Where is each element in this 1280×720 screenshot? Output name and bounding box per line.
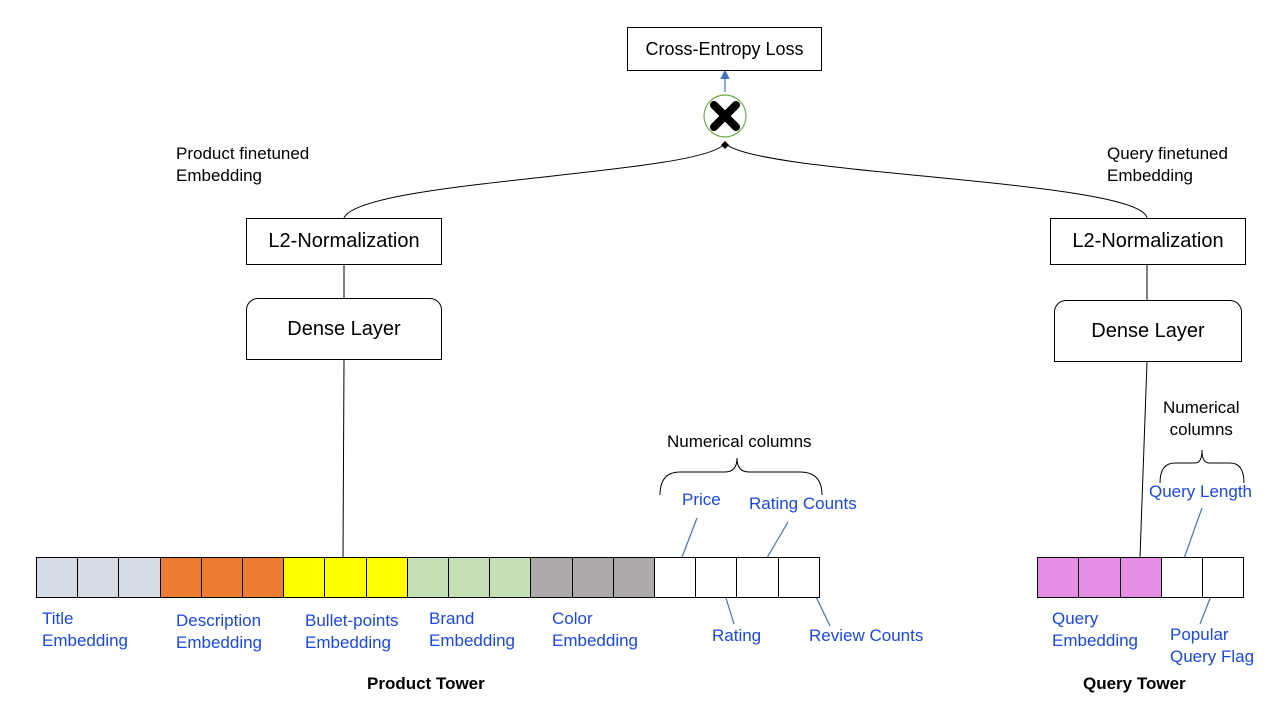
product-embedding-cell [159, 557, 202, 598]
product-embedding-cell [36, 557, 79, 598]
product-numerical-cell [777, 557, 820, 598]
query-dense-input-line [1139, 361, 1148, 558]
query-embedding-cell [1078, 557, 1121, 598]
product-numerical-columns-label: Numerical columns [667, 432, 812, 451]
query-l2-normalization-box: L2-Normalization [1050, 218, 1246, 265]
loss-label: Cross-Entropy Loss [645, 38, 804, 59]
product-embedding-cell [530, 557, 573, 598]
rating-counts-label: Rating Counts [749, 494, 857, 513]
product-dense-layer-box: Dense Layer [246, 298, 442, 360]
product-numerical-cell [654, 557, 697, 598]
query-embedding-label: Query finetuned Embedding [1107, 144, 1228, 185]
query-embedding-cell [1037, 557, 1080, 598]
product-embedding-cell [283, 557, 326, 598]
price-label: Price [682, 490, 721, 509]
product-embedding-cell [489, 557, 532, 598]
multiply-icon [703, 94, 747, 138]
query-numerical-cell [1160, 557, 1204, 598]
product-dense-input-line [342, 359, 345, 558]
query-length-label: Query Length [1149, 482, 1253, 501]
product-embedding-cell [406, 557, 449, 598]
product-embedding-cell [242, 557, 285, 598]
query-numerical-cell [1202, 557, 1245, 598]
query-curve [725, 143, 1148, 219]
cross-entropy-loss-box: Cross-Entropy Loss [627, 27, 822, 71]
product-l2-normalization-box: L2-Normalization [246, 218, 442, 265]
query-dense-layer-box: Dense Layer [1054, 300, 1242, 362]
product-numerical-cell [736, 557, 779, 598]
product-embedding-cell [571, 557, 614, 598]
rating-label: Rating [712, 626, 762, 645]
query-numerical-columns-label: Numerical columns [1163, 398, 1240, 439]
product-tower-label: Product Tower [367, 674, 485, 693]
product-numerical-bracket [659, 457, 823, 496]
query-embedding-cell [1119, 557, 1162, 598]
product-embedding-cell [365, 557, 408, 598]
product-curve [343, 143, 725, 219]
product-embedding-cell [612, 557, 655, 598]
product-embedding-cell [324, 557, 367, 598]
query-numerical-bracket [1159, 449, 1245, 484]
review-counts-label: Review Counts [809, 626, 924, 645]
product-embedding-label: Product finetuned Embedding [176, 144, 310, 185]
query-tower-label: Query Tower [1083, 674, 1186, 693]
product-embedding-cell [448, 557, 491, 598]
product-embedding-cell [200, 557, 243, 598]
product-numerical-cell [695, 557, 738, 598]
product-embedding-cell [77, 557, 120, 598]
product-embedding-cell [118, 557, 161, 598]
